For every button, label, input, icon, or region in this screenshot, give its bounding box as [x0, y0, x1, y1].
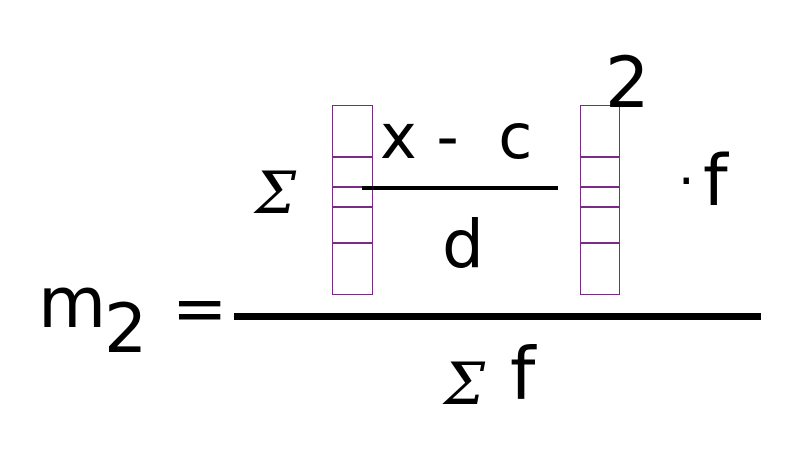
- right-bracket-box-4: [580, 207, 620, 243]
- left-bracket-box-3: [332, 187, 373, 207]
- left-bracket-box-1: [332, 105, 373, 157]
- inner-fraction-bar: [362, 186, 558, 190]
- left-bracket-box-2: [332, 157, 373, 187]
- right-bracket-box-3: [580, 187, 620, 207]
- equals-sign: =: [172, 270, 228, 347]
- left-bracket-box-5: [332, 243, 373, 295]
- lhs-symbol-m: m: [38, 262, 107, 344]
- denominator-sigma: Σ: [444, 350, 486, 418]
- multiplication-dot: ·: [678, 152, 695, 212]
- inner-denominator: d: [442, 206, 484, 283]
- right-bracket-box-1: [580, 105, 620, 157]
- numerator-factor-f: f: [703, 140, 728, 222]
- lhs-subscript: 2: [104, 290, 148, 369]
- exponent-2: 2: [605, 42, 650, 124]
- left-bracket-box-4: [332, 207, 373, 243]
- main-fraction-bar: [234, 313, 761, 320]
- denominator-factor-f: f: [510, 332, 536, 416]
- right-bracket-box-2: [580, 157, 620, 187]
- numerator-sigma: Σ: [255, 159, 297, 227]
- inner-numerator: x - c: [380, 100, 533, 173]
- right-bracket-box-5: [580, 243, 620, 295]
